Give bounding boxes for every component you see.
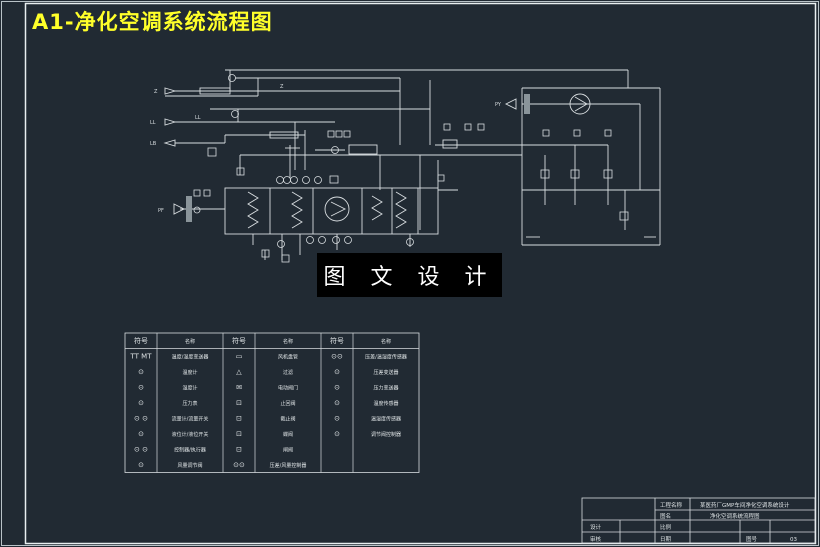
legend-symbol: ⊙ ⊙ bbox=[134, 415, 148, 423]
legend-description: 压力表 bbox=[182, 400, 197, 407]
legend-symbol: ⊡ bbox=[236, 446, 242, 454]
legend-description: 压差/温湿度传感器 bbox=[365, 354, 407, 361]
legend-symbol: ⊙ bbox=[334, 368, 340, 376]
date-label: 日期 bbox=[660, 536, 672, 543]
legend-description: 过滤 bbox=[283, 369, 293, 376]
legend-description: 电动阀门 bbox=[278, 385, 298, 392]
instruments bbox=[193, 74, 629, 263]
legend-symbol: ⊙ bbox=[138, 430, 144, 438]
legend-description: 流量计/流量开关 bbox=[172, 416, 209, 423]
tag-exhaust: LB bbox=[150, 141, 157, 147]
drawing-no: 03 bbox=[790, 537, 797, 543]
tag-supply-2: Z bbox=[280, 84, 284, 90]
legend-header-cell: 名称 bbox=[283, 338, 293, 345]
legend-symbol: ⊙ ⊙ bbox=[134, 446, 148, 454]
legend-symbol: △ bbox=[236, 368, 242, 376]
project-label: 工程名称 bbox=[660, 501, 683, 509]
wall-markers bbox=[186, 94, 530, 222]
tag-supply-1: Z bbox=[154, 89, 158, 95]
legend-symbol: ⊙ bbox=[138, 399, 144, 407]
drawing-label: 图名 bbox=[660, 512, 671, 520]
scale-label: 比例 bbox=[660, 523, 672, 531]
legend-symbol: ⊡ bbox=[236, 415, 242, 423]
legend-description: 湿度计 bbox=[182, 385, 197, 392]
legend-description: 温湿度传感器 bbox=[371, 416, 401, 423]
legend-header-cell: 名称 bbox=[381, 338, 391, 345]
legend-description: 控制器/执行器 bbox=[174, 447, 206, 454]
legend-description: 闸阀 bbox=[283, 447, 293, 454]
legend-symbol: TT MT bbox=[130, 353, 153, 361]
legend-symbol: ⊙ bbox=[334, 384, 340, 392]
sheet-title: A1-净化空调系统流程图 bbox=[32, 10, 273, 34]
legend-description: 风量调节阀 bbox=[177, 462, 202, 469]
tag-recirc: PY bbox=[495, 102, 502, 108]
title-block-text: 工程名称 某医药厂GMP车间净化空调系统设计 图名 净化空调系统流程图 设计 审… bbox=[590, 501, 797, 543]
legend-description: 调节阀控制器 bbox=[371, 431, 401, 438]
legend-symbol: ⊙ bbox=[138, 461, 144, 469]
legend-symbol: ✉ bbox=[236, 384, 242, 392]
legend-symbol: ⊙⊙ bbox=[233, 461, 245, 469]
watermark-label: 图 文 设 计 bbox=[317, 253, 502, 297]
drawing-no-label: 图号 bbox=[746, 535, 758, 543]
legend-description: 温度计 bbox=[182, 369, 197, 376]
duct-network bbox=[165, 69, 661, 260]
tag-return-1: LL bbox=[150, 120, 156, 126]
designer-label: 设计 bbox=[590, 523, 602, 531]
legend-header-cell: 符号 bbox=[330, 336, 344, 345]
legend-symbol: ▭ bbox=[236, 353, 243, 361]
legend-description: 风机盘管 bbox=[278, 354, 298, 361]
legend-description: 压差/风量控制器 bbox=[270, 462, 307, 469]
legend-symbol: ⊡ bbox=[236, 399, 242, 407]
tag-return-2: LL bbox=[195, 115, 201, 121]
legend-symbol: ⊙ bbox=[334, 399, 340, 407]
legend-description: 压力变送器 bbox=[373, 385, 398, 392]
flow-arrows bbox=[163, 87, 656, 238]
legend-description: 液位计/液位开关 bbox=[172, 431, 209, 438]
legend-header-cell: 符号 bbox=[134, 336, 148, 345]
legend-description: 温度传感器 bbox=[373, 400, 398, 407]
legend-symbol: ⊙ bbox=[334, 415, 340, 423]
legend-description: 截止阀 bbox=[280, 416, 295, 423]
legend-symbol: ⊙⊙ bbox=[331, 353, 343, 361]
legend-symbol: ⊡ bbox=[236, 430, 242, 438]
drawing-name: 净化空调系统流程图 bbox=[710, 512, 760, 520]
project-name: 某医药厂GMP车间净化空调系统设计 bbox=[700, 501, 790, 509]
tag-fresh-air: PF bbox=[158, 208, 164, 214]
checker-label: 审核 bbox=[590, 535, 602, 543]
title-block bbox=[581, 497, 816, 544]
legend-symbol: ⊙ bbox=[138, 384, 144, 392]
legend-symbol: ⊙ bbox=[138, 368, 144, 376]
line-tags: Z Z LL LL LB PF PY bbox=[150, 84, 502, 214]
legend-description: 蝶阀 bbox=[283, 431, 293, 438]
legend-header-cell: 名称 bbox=[185, 338, 195, 345]
legend-description: 压差变送器 bbox=[373, 369, 398, 376]
legend-frame bbox=[124, 332, 420, 473]
legend-description: 止回阀 bbox=[280, 400, 295, 407]
legend-description: 温度/湿度变送器 bbox=[172, 354, 209, 361]
inner-border bbox=[24, 2, 817, 545]
legend-symbol: ⊙ bbox=[334, 430, 340, 438]
legend-header-cell: 符号 bbox=[232, 336, 246, 345]
